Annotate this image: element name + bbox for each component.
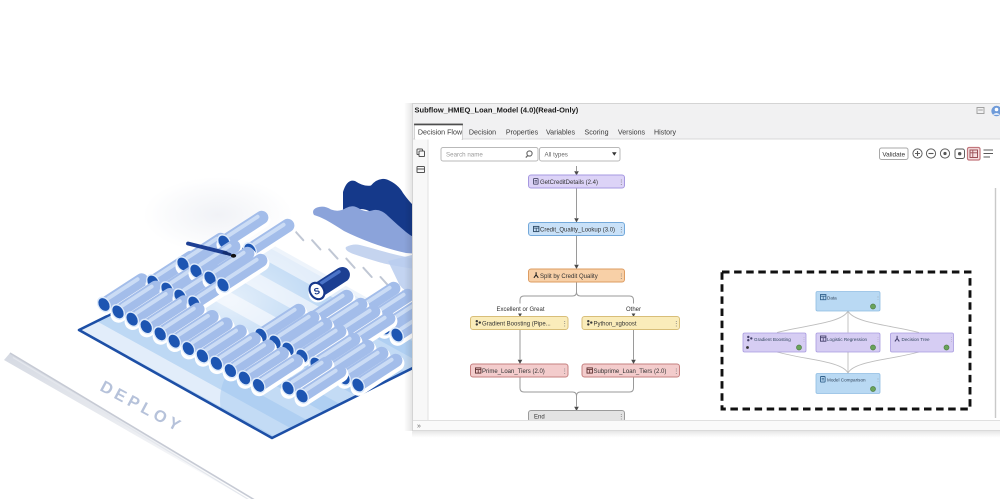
svg-text:Decision: Decision [469,129,496,137]
svg-text:⋮: ⋮ [949,337,954,343]
svg-text:Gradient Boosting: Gradient Boosting [754,337,791,342]
svg-text:⋮: ⋮ [876,337,881,343]
svg-text:Prime_Loan_Tiers (2.0): Prime_Loan_Tiers (2.0) [482,369,545,375]
svg-text:Credit_Quality_Lookup (3.0): Credit_Quality_Lookup (3.0) [540,227,615,233]
svg-text:⋮: ⋮ [673,368,680,375]
svg-text:Python_xgboost: Python_xgboost [594,321,637,327]
svg-text:»: » [417,423,421,430]
svg-text:⋮: ⋮ [618,179,625,186]
svg-text:Variables: Variables [546,129,575,137]
svg-text:Decision Flow: Decision Flow [418,129,463,137]
svg-text:GetCreditDetails (2.4): GetCreditDetails (2.4) [540,180,598,186]
svg-text:Gradient Boosting (Pipe...: Gradient Boosting (Pipe... [482,321,551,327]
svg-text:Validate: Validate [882,151,905,158]
svg-text:⋮: ⋮ [562,368,569,375]
svg-text:⋮: ⋮ [876,378,881,384]
svg-text:⋮: ⋮ [618,273,625,280]
svg-text:All types: All types [545,152,568,159]
svg-text:⋮: ⋮ [876,296,881,302]
svg-text:Excellent or Great: Excellent or Great [496,307,544,313]
svg-text:Data: Data [827,295,837,300]
svg-text:History: History [654,129,677,137]
svg-text:⋮: ⋮ [618,414,625,421]
svg-text:Search name: Search name [446,152,483,159]
svg-text:⋮: ⋮ [562,321,569,328]
svg-text:⋮: ⋮ [802,337,807,343]
svg-text:⋮: ⋮ [673,321,680,328]
svg-text:Versions: Versions [618,129,646,137]
svg-text:Subflow_HMEQ_Loan_Model (4.0)(: Subflow_HMEQ_Loan_Model (4.0)(Read-Only) [415,105,579,114]
svg-text:Other: Other [626,307,641,313]
svg-text:Split by Credit Quality: Split by Credit Quality [540,274,598,280]
svg-text:Decision Tree: Decision Tree [902,337,931,342]
svg-text:Model Comparison: Model Comparison [827,377,866,382]
svg-text:⋮: ⋮ [618,227,625,234]
svg-text:Properties: Properties [506,129,539,137]
svg-text:Scoring: Scoring [584,129,608,137]
svg-text:End: End [534,414,545,420]
svg-text:Logistic Regression: Logistic Regression [827,337,868,342]
svg-text:Subprime_Loan_Tiers (2.0): Subprime_Loan_Tiers (2.0) [594,369,667,375]
